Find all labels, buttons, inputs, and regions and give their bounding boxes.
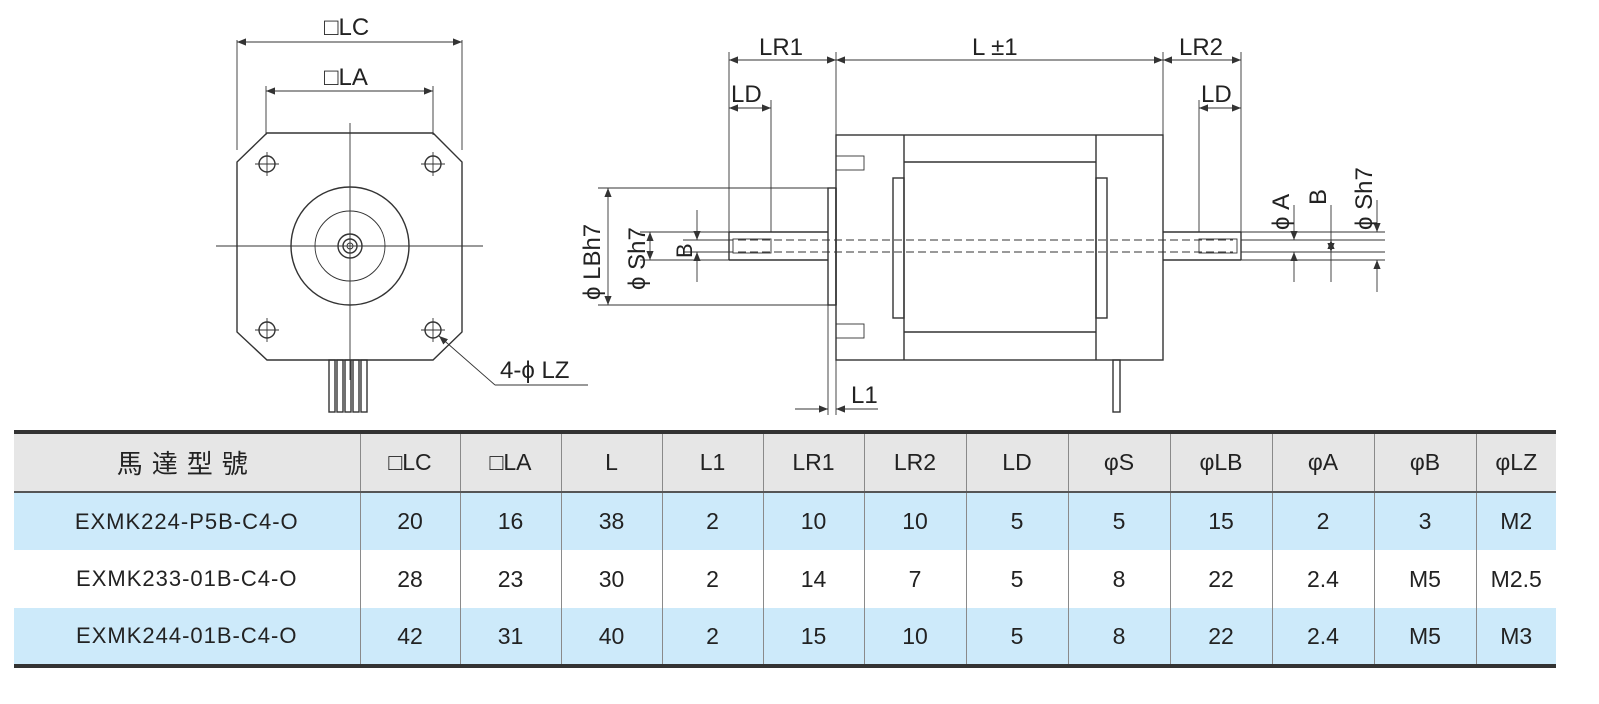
dim-s-right-label: ϕ Sh7 <box>1351 167 1378 230</box>
dim-la-label: □LA <box>324 64 368 91</box>
lead-wires <box>328 359 368 413</box>
table-header-row: 馬達型號 □LC □LA L L1 LR1 LR2 LD φS φLB φA φ… <box>14 432 1556 493</box>
technical-drawing: □LC □LA 4-ϕ LZ <box>216 14 1385 415</box>
cell-model: EXMK233-01B-C4-O <box>14 550 361 608</box>
header-lz: φLZ <box>1476 432 1556 493</box>
cell-lb: 22 <box>1170 550 1273 608</box>
cell-lb: 22 <box>1170 608 1273 666</box>
cell-a: 2.4 <box>1272 608 1375 666</box>
header-a: φA <box>1272 432 1375 493</box>
header-s: φS <box>1068 432 1171 493</box>
cell-lc: 20 <box>360 492 461 550</box>
cell-lz: M2.5 <box>1490 565 1542 592</box>
header-ld: LD <box>966 432 1069 493</box>
cell-lb: 15 <box>1170 492 1273 550</box>
cell-ld: 5 <box>966 608 1069 666</box>
shaft-circle <box>337 233 363 259</box>
cell-b: M5 <box>1374 550 1477 608</box>
dim-ld-left-label: LD <box>731 81 762 108</box>
mount-hole <box>421 318 445 342</box>
cell-a: 2.4 <box>1272 550 1375 608</box>
dim-lr1-label: LR1 <box>759 34 803 61</box>
cell-b: M5 <box>1374 608 1477 666</box>
dim-lc-label: □LC <box>324 14 369 41</box>
cell-l: 30 <box>561 550 663 608</box>
shaft <box>728 231 1242 261</box>
cell-l: 40 <box>561 608 663 666</box>
header-l: L <box>561 432 663 493</box>
cell-b: 3 <box>1374 492 1477 550</box>
table-row: EXMK244-01B-C4-O 42 31 40 2 15 10 5 8 22… <box>14 608 1556 666</box>
cell-lc: 42 <box>360 608 461 666</box>
header-lr2: LR2 <box>864 432 967 493</box>
mount-hole <box>255 318 279 342</box>
cell-lr2: 10 <box>864 492 967 550</box>
dim-l-label: L ±1 <box>972 34 1018 61</box>
cell-s: 8 <box>1068 608 1171 666</box>
cell-l1: 2 <box>662 608 764 666</box>
dim-lb-label: ϕ LBh7 <box>579 224 606 300</box>
cell-model: EXMK244-01B-C4-O <box>14 608 361 666</box>
dim-ld-right-label: LD <box>1201 81 1232 108</box>
front-view: □LC □LA 4-ϕ LZ <box>216 14 588 413</box>
cell-l1: 2 <box>662 492 764 550</box>
cell-lz: M2 <box>1500 508 1533 534</box>
cell-l: 38 <box>561 492 663 550</box>
cell-lr2: 7 <box>864 550 967 608</box>
cell-ld: 5 <box>966 550 1069 608</box>
dim-lz-label: 4-ϕ LZ <box>500 357 569 384</box>
header-b: φB <box>1374 432 1477 493</box>
cell-s: 5 <box>1068 492 1171 550</box>
dim-lr2-label: LR2 <box>1179 34 1223 61</box>
dim-a-label: ϕ A <box>1268 194 1295 230</box>
cell-lr2: 10 <box>864 608 967 666</box>
dim-b-left-label: B <box>672 243 697 258</box>
table-row: EXMK233-01B-C4-O 28 23 30 2 14 7 5 8 22 … <box>14 550 1556 608</box>
dim-b-right-label: B <box>1305 189 1332 205</box>
header-la: □LA <box>460 432 562 493</box>
flange-pilot <box>827 187 837 306</box>
cell-a: 2 <box>1272 492 1375 550</box>
mount-hole <box>255 152 279 176</box>
cell-lc: 28 <box>360 550 461 608</box>
dim-l1-label: L1 <box>851 382 878 409</box>
flange-outer-circle <box>290 186 410 306</box>
header-lc: □LC <box>360 432 461 493</box>
cell-la: 31 <box>460 608 562 666</box>
motor-body <box>835 134 1164 361</box>
cell-lr1: 15 <box>763 608 865 666</box>
cell-l1: 2 <box>662 550 764 608</box>
cell-lr1: 14 <box>763 550 865 608</box>
header-lb: φLB <box>1170 432 1273 493</box>
motor-front-outline <box>236 132 463 361</box>
header-l1: L1 <box>662 432 764 493</box>
header-lr1: LR1 <box>763 432 865 493</box>
spec-table: 馬達型號 □LC □LA L L1 LR1 LR2 LD φS φLB φA φ… <box>14 430 1556 668</box>
cell-ld: 5 <box>966 492 1069 550</box>
mount-hole <box>421 152 445 176</box>
cell-la: 16 <box>460 492 562 550</box>
cell-model: EXMK224-P5B-C4-O <box>14 492 361 550</box>
dim-s-left-label: ϕ Sh7 <box>624 227 651 290</box>
cell-s: 8 <box>1068 550 1171 608</box>
cell-la: 23 <box>460 550 562 608</box>
table-row: EXMK224-P5B-C4-O 20 16 38 2 10 10 5 5 15… <box>14 492 1556 550</box>
cell-lz: M3 <box>1500 622 1533 649</box>
side-view: LR1 L ±1 LR2 LD LD <box>579 34 1385 415</box>
cell-lr1: 10 <box>763 492 865 550</box>
header-model: 馬達型號 <box>14 432 361 493</box>
flange-inner-circle <box>314 210 386 282</box>
